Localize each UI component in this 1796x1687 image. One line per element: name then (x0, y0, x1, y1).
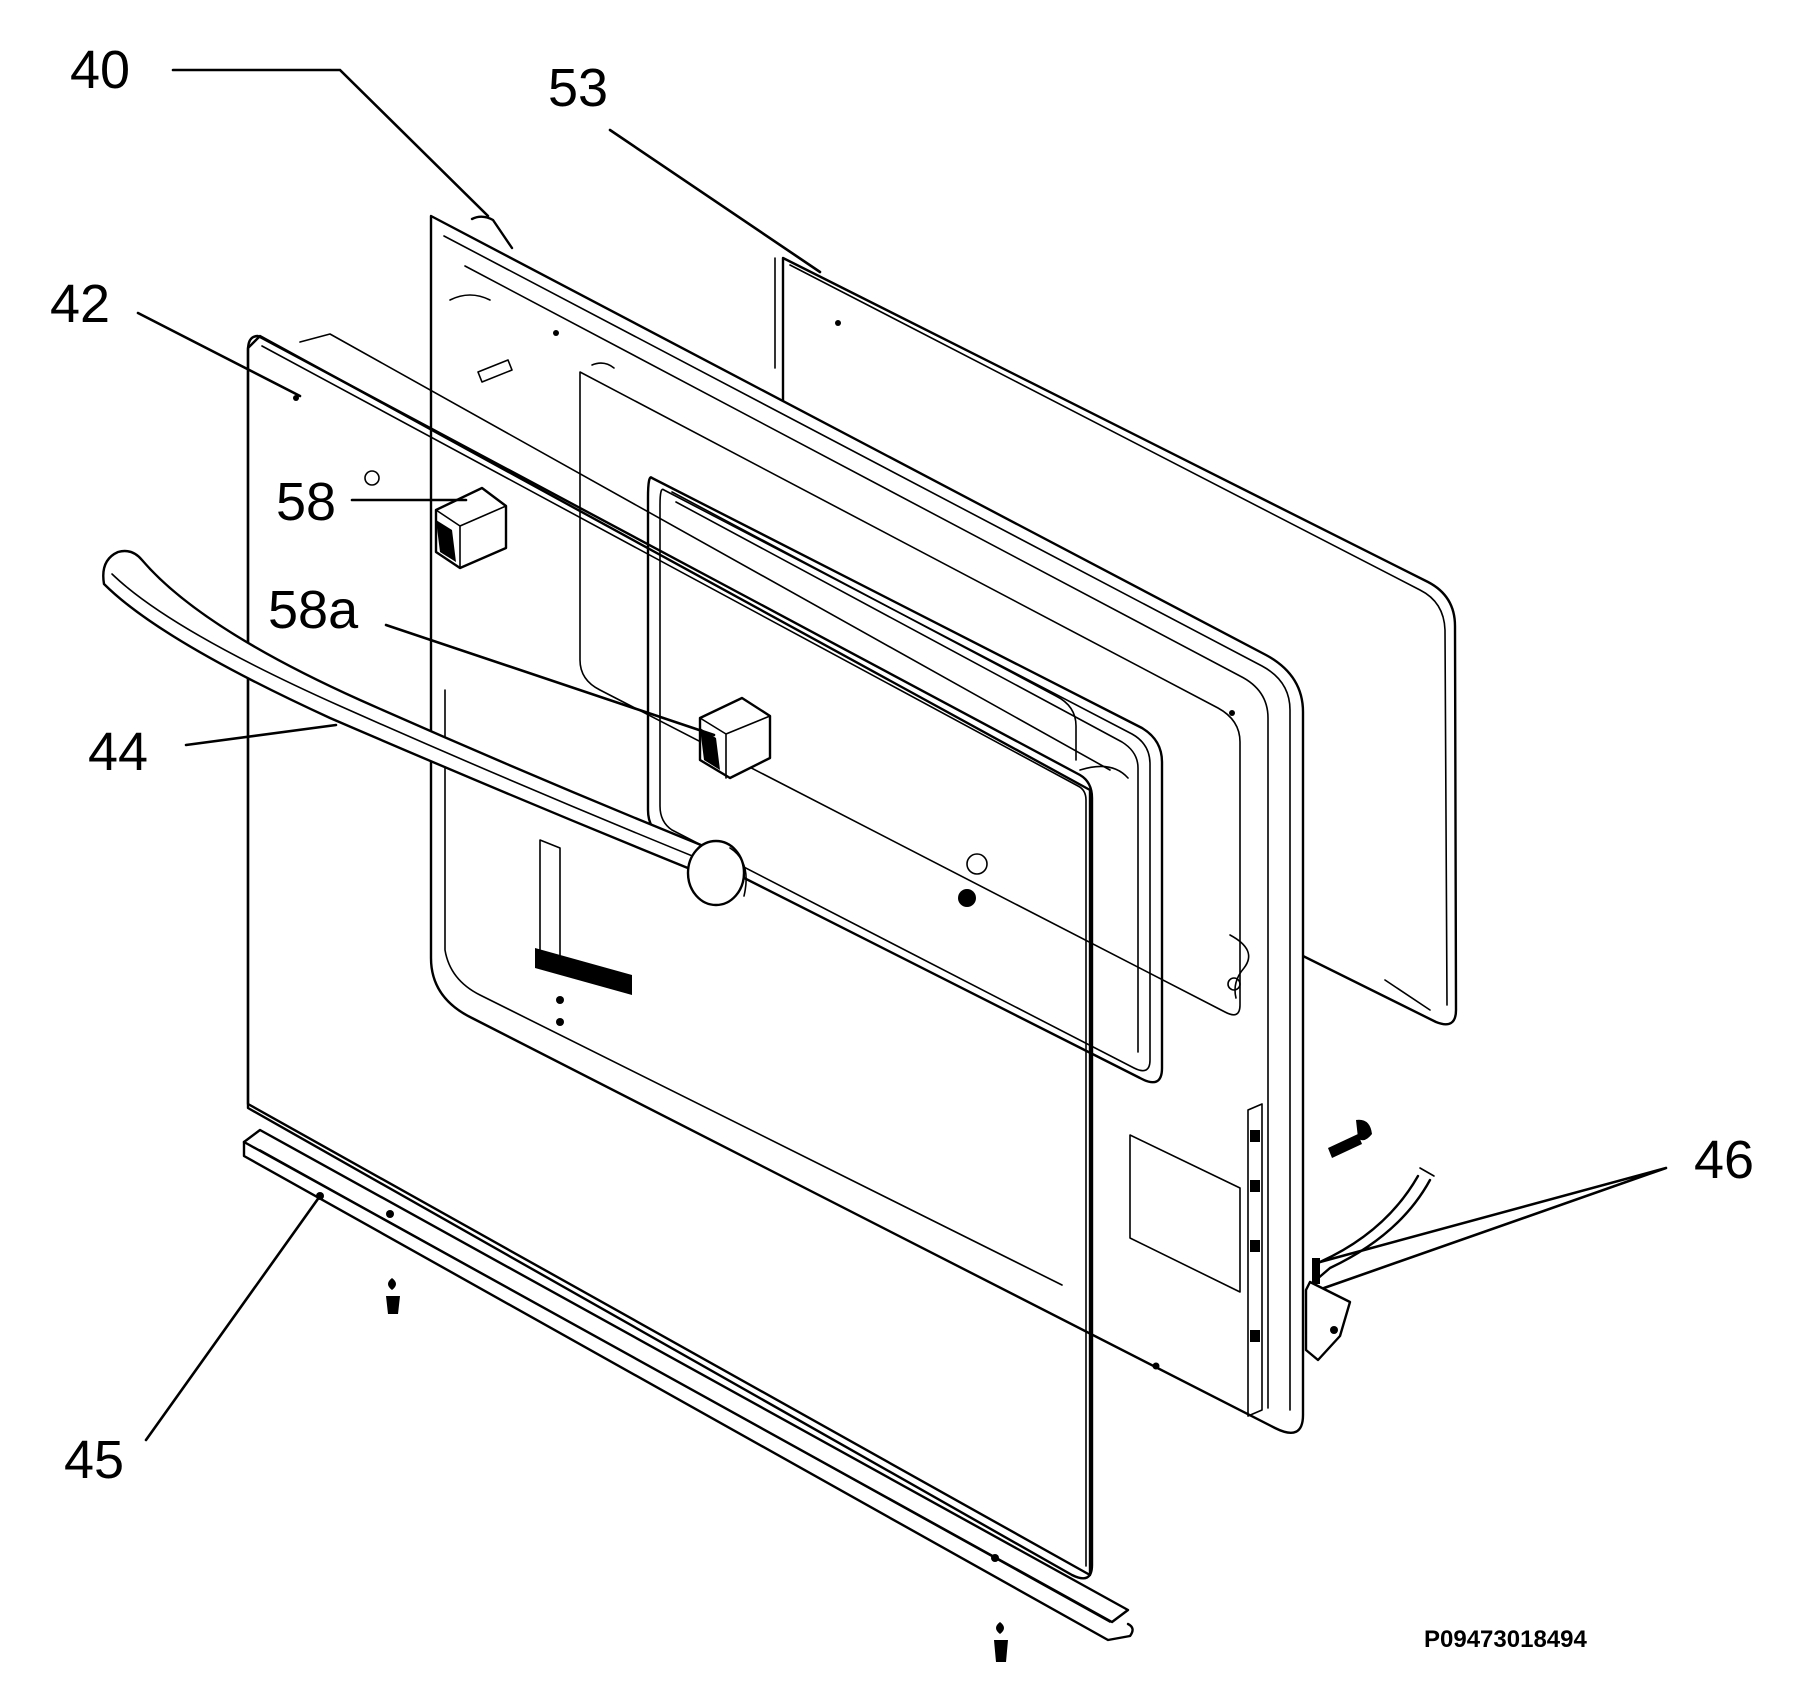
callout-45: 45 (64, 1430, 124, 1490)
leader-46 (1318, 1166, 1668, 1290)
leader-45 (144, 1194, 322, 1442)
callout-46: 46 (1694, 1130, 1754, 1190)
callout-44: 44 (88, 722, 148, 782)
part-42-front-panel (246, 294, 1129, 1580)
leader-42 (136, 311, 302, 398)
callout-labels: 40 53 42 58 58a 44 46 45 P09473018494 (50, 40, 1754, 1653)
leader-58a (384, 623, 716, 737)
callout-53: 53 (548, 58, 608, 118)
part-58a-handle-bracket (698, 696, 772, 780)
part-46-hinge (1304, 1119, 1435, 1362)
part-45-bottom-strip (242, 1128, 1134, 1662)
callout-58: 58 (276, 472, 336, 532)
callout-58a: 58a (268, 580, 359, 640)
leader-lines (136, 68, 1668, 1442)
callout-42: 42 (50, 274, 110, 334)
part-58-handle-bracket (434, 486, 508, 570)
inner-glass-gasket (646, 476, 1164, 1084)
part-44-handle (102, 549, 747, 907)
leader-53 (608, 128, 822, 274)
leader-40 (171, 68, 490, 218)
reference-code: P09473018494 (1424, 1626, 1587, 1653)
leader-44 (184, 723, 338, 747)
callout-40: 40 (70, 40, 130, 100)
